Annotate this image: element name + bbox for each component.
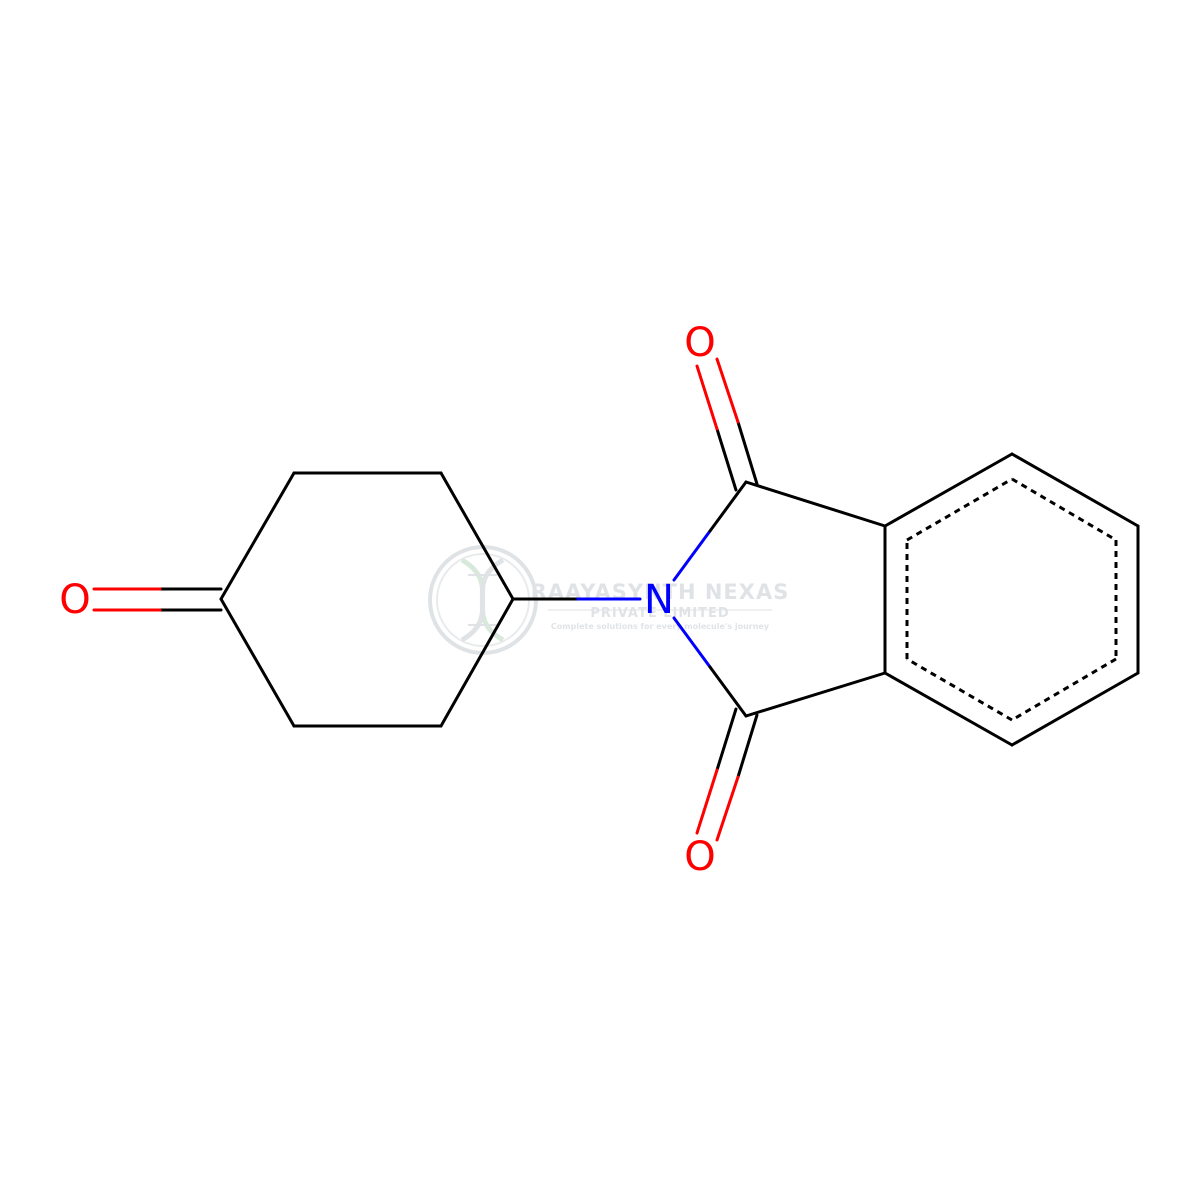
bond-c4-c5 xyxy=(439,597,515,728)
bond-ar-4 xyxy=(1010,671,1140,747)
atom-label-carbonyl-oxygen-top: O xyxy=(684,320,715,366)
bond-ketone-double xyxy=(92,587,223,612)
atom-label-ketone-oxygen: O xyxy=(59,577,90,623)
atom-label-carbonyl-oxygen-bottom: O xyxy=(684,834,715,880)
bond-carbonyl-top-double xyxy=(695,357,759,492)
aromatic-ring-dashed xyxy=(905,477,1118,722)
bond-cb-c7a xyxy=(744,671,887,718)
bond-ca-c3a xyxy=(744,480,887,528)
bond-ar-1 xyxy=(883,452,1014,528)
bond-n-ca xyxy=(672,480,748,582)
bond-c3-c4 xyxy=(439,471,515,601)
bonds xyxy=(92,357,1140,842)
watermark: RAAYASYNTH NEXAS PRIVATE LIMITED Complet… xyxy=(428,545,788,655)
bond-ar-2 xyxy=(1010,452,1140,528)
bond-n-cb xyxy=(672,616,748,718)
atom-label-nitrogen: N xyxy=(644,577,674,623)
watermark-subtitle: PRIVATE LIMITED xyxy=(590,606,729,621)
bond-ar-5 xyxy=(883,671,1014,747)
bond-c6-c1 xyxy=(219,597,296,728)
bond-c1-c2 xyxy=(219,471,296,601)
watermark-tagline: Complete solutions for every molecule's … xyxy=(551,622,770,631)
bond-carbonyl-bottom-double xyxy=(695,707,759,842)
